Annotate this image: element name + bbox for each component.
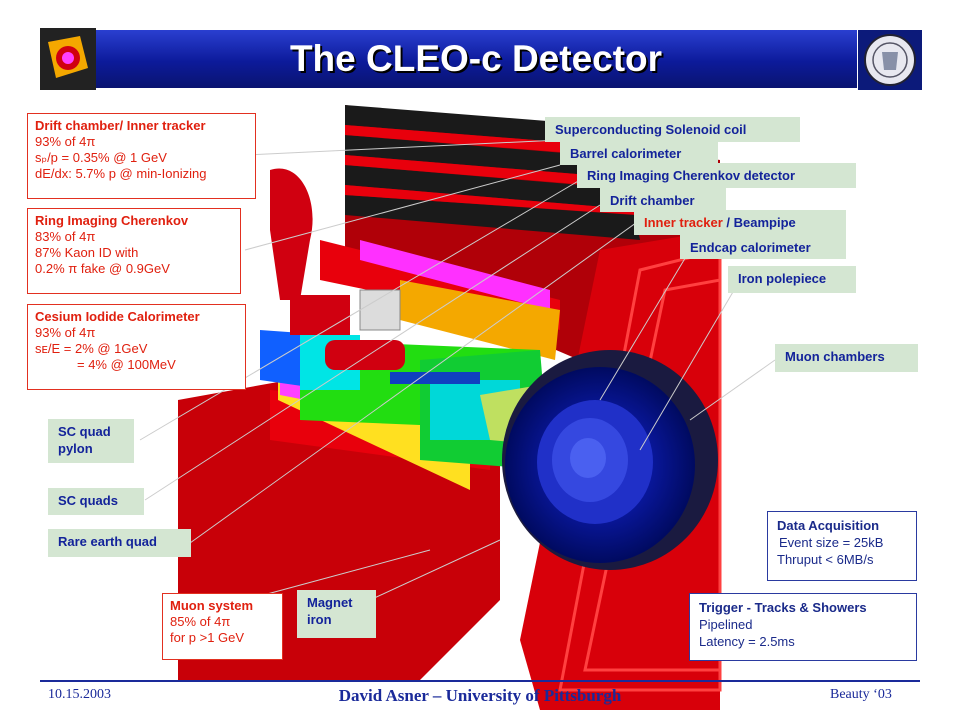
muon-box-line: 85% of 4π	[170, 614, 231, 629]
footer-author: David Asner – University of Pittsburgh	[338, 686, 622, 705]
csi-box-line: = 4% @ 100MeV	[77, 357, 176, 372]
drift-box-line: sₚ/p = 0.35% @ 1 GeV	[35, 150, 167, 165]
csi-box-line: sᴇ/E = 2% @ 1GeV	[35, 341, 148, 356]
slide-title: The CLEO-c Detector	[289, 38, 663, 79]
daq-box-line: Thruput < 6MB/s	[777, 552, 874, 567]
rich-box-heading: Ring Imaging Cherenkov	[35, 213, 189, 228]
label-magnet-iron: Magnet iron	[297, 590, 376, 638]
muon-box-heading: Muon system	[170, 598, 254, 613]
label-iron-polepiece: Iron polepiece	[728, 266, 856, 293]
muon-system-info-box: Muon system 85% of 4π for p >1 GeV	[162, 593, 283, 660]
trigger-box-line: Pipelined	[699, 617, 753, 632]
label-muon-chambers: Muon chambers	[775, 344, 918, 372]
daq-box-line: Event size = 25kB	[779, 535, 884, 550]
data-acquisition-info-box: Data Acquisition Event size = 25kB Thrup…	[767, 511, 917, 581]
rich-info-box: Ring Imaging Cherenkov 83% of 4π 87% Kao…	[27, 208, 241, 294]
label-drift-chamber: Drift chamber	[600, 188, 726, 212]
rich-box-line: 87% Kaon ID with	[35, 245, 139, 260]
drift-box-line: 93% of 4π	[35, 134, 96, 149]
daq-box-heading: Data Acquisition	[777, 518, 880, 533]
footer-event: Beauty ‘03	[830, 687, 892, 702]
label-sc-quads: SC quads	[48, 488, 144, 515]
drift-chamber-info-box: Drift chamber/ Inner tracker 93% of 4π s…	[27, 113, 256, 199]
trigger-box-heading: Trigger - Tracks & Showers	[699, 600, 867, 615]
footer-date: 10.15.2003	[48, 687, 111, 702]
csi-box-line: 93% of 4π	[35, 325, 96, 340]
inner-tracker-text: Inner tracker	[644, 215, 723, 230]
rich-upper	[360, 240, 550, 310]
label-endcap-calorimeter: Endcap calorimeter	[680, 235, 846, 259]
trigger-box-line: Latency = 2.5ms	[699, 634, 795, 649]
drift-box-heading: Drift chamber/ Inner tracker	[35, 118, 206, 133]
label-sc-quad-pylon: SC quad pylon	[48, 419, 134, 463]
label-inner-tracker-beampipe: Inner tracker / Beampipe	[634, 210, 846, 235]
title-bar	[95, 30, 857, 88]
rich-box-line: 0.2% π fake @ 0.9GeV	[35, 261, 170, 276]
muon-box-line: for p >1 GeV	[170, 630, 245, 645]
csi-calorimeter-info-box: Cesium Iodide Calorimeter 93% of 4π sᴇ/E…	[27, 304, 246, 390]
university-seal-logo	[858, 30, 922, 90]
csi-box-heading: Cesium Iodide Calorimeter	[35, 309, 200, 324]
label-rich-detector: Ring Imaging Cherenkov detector	[577, 163, 856, 188]
trigger-info-box: Trigger - Tracks & Showers Pipelined Lat…	[689, 593, 917, 661]
label-separator: /	[722, 215, 734, 230]
label-solenoid-coil: Superconducting Solenoid coil	[545, 117, 800, 142]
rich-box-line: 83% of 4π	[35, 229, 96, 244]
label-rare-earth-quad: Rare earth quad	[48, 529, 191, 557]
footer-divider	[40, 680, 920, 682]
calorimeter-yellow-upper	[400, 280, 560, 360]
beampipe-text: Beampipe	[733, 215, 796, 230]
label-barrel-calorimeter: Barrel calorimeter	[560, 141, 718, 165]
cleo-detector-logo	[40, 28, 96, 90]
pylon-tower	[270, 168, 313, 300]
drift-box-line: dE/dx: 5.7% p @ min-Ionizing	[35, 166, 207, 181]
